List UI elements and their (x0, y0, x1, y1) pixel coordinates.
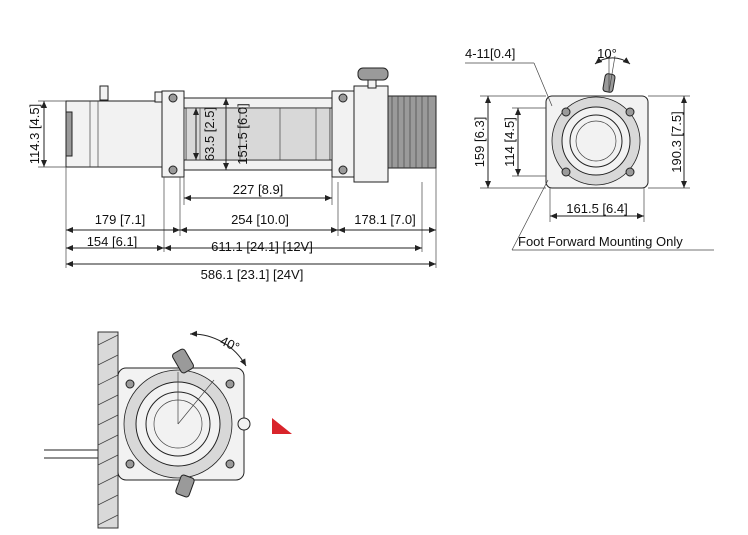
holes-label: 4-11[0.4] (465, 46, 515, 61)
dim-161-label: 161.5 [6.4] (566, 201, 627, 216)
length-24v-label: 586.1 [23.1] [24V] (201, 267, 304, 282)
dim-151-label: 151.5 [6.0] (235, 103, 250, 164)
direction-arrow-icon (272, 418, 292, 434)
dim-227-label: 227 [8.9] (233, 182, 284, 197)
left-end-plate (161, 90, 185, 178)
mounting-wall (97, 331, 119, 529)
rotation-angle-label: 40° (218, 333, 242, 355)
end-angle-label: 10° (597, 46, 617, 61)
dim-63-label: 63.5 [2.5] (202, 107, 217, 161)
end-view: 10° 4-11[0.4] 159 [6.3] 114 [4.5] 190.3 … (465, 46, 714, 251)
dim-178-label: 178.1 [7.0] (354, 212, 415, 227)
drum (185, 107, 331, 161)
tie-bar-top (183, 97, 333, 109)
gearbox-fins (387, 95, 437, 169)
dim-190-label: 190.3 [7.5] (669, 111, 684, 172)
dim-254-label: 254 [10.0] (231, 212, 289, 227)
motor-body (65, 100, 163, 168)
length-12v-label: 611.1 [24.1] [12V] (211, 239, 313, 254)
motor-endcap (65, 111, 73, 157)
motor-terminal (99, 85, 109, 101)
gearbox-housing (353, 85, 389, 183)
dim-154-label: 154 [6.1] (87, 234, 138, 249)
dim-179-label: 179 [7.1] (95, 212, 146, 227)
dim-159-label: 159 [6.3] (472, 117, 487, 168)
rotation-view: 40° (44, 330, 292, 529)
drum-face (569, 114, 623, 168)
mounting-note: Foot Forward Mounting Only (518, 234, 683, 249)
side-view: 114.3 [4.5] 63.5 [2.5] 151.5 [6.0] 227 [… (27, 67, 437, 282)
clutch-handle (357, 67, 389, 81)
height-dim-label: 114.3 [4.5] (27, 104, 42, 164)
dim-114-label: 114 [4.5] (502, 117, 517, 167)
right-end-plate (331, 90, 355, 178)
